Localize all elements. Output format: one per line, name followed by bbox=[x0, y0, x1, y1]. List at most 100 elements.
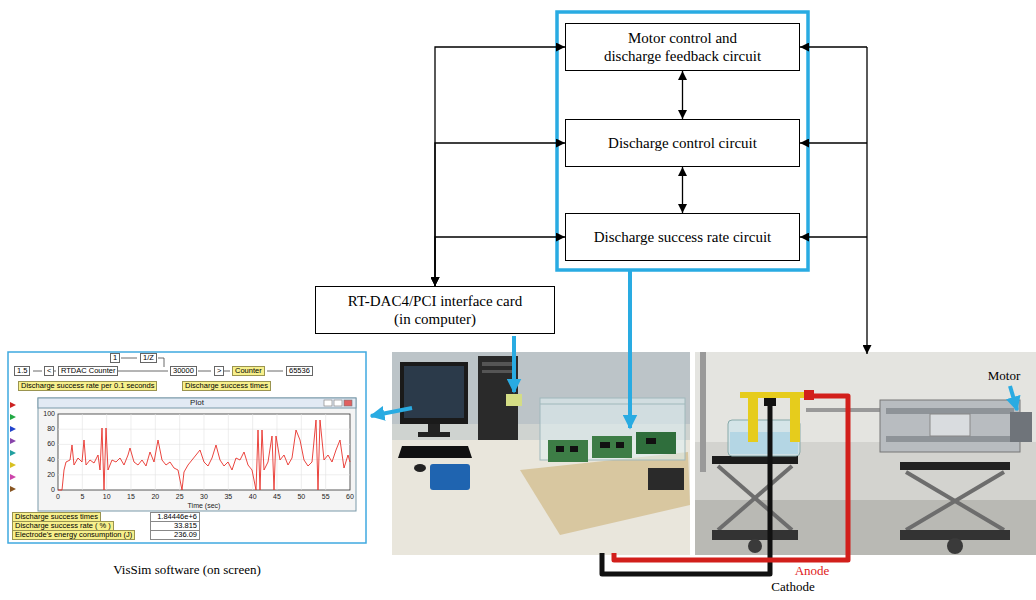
apparatus-photo bbox=[906, 472, 1004, 530]
computer-photo bbox=[616, 442, 624, 448]
computer-photo bbox=[600, 442, 610, 448]
constant-block: 1 bbox=[110, 353, 120, 363]
display-value: 236.09 bbox=[150, 530, 200, 540]
axis-tick: 10 bbox=[103, 493, 111, 501]
axis-tick: 40 bbox=[47, 455, 55, 463]
vissim-screenshot bbox=[334, 400, 342, 406]
computer-photo bbox=[482, 362, 514, 366]
part-label: Motor bbox=[988, 368, 1021, 384]
pointer-arrow bbox=[512, 336, 516, 392]
axis-tick: 0 bbox=[51, 486, 55, 494]
electrode-cable bbox=[602, 390, 848, 574]
circuit-box: Discharge success rate circuit bbox=[565, 213, 800, 261]
axis-tick: 60 bbox=[47, 440, 55, 448]
electrode-cable bbox=[804, 390, 814, 400]
pointer-arrow bbox=[371, 408, 412, 416]
computer-photo bbox=[556, 446, 564, 452]
computer-photo bbox=[636, 432, 676, 454]
vissim-screenshot bbox=[10, 450, 16, 456]
electrode-cable bbox=[614, 396, 848, 560]
computer-photo bbox=[540, 398, 685, 460]
signal-wire bbox=[800, 236, 867, 237]
axis-tick: 20 bbox=[47, 471, 55, 479]
vissim-screenshot bbox=[344, 400, 352, 406]
vissim-screenshot bbox=[10, 462, 16, 468]
axis-tick: 60 bbox=[346, 493, 354, 501]
connector-arrow bbox=[435, 143, 565, 286]
apparatus-photo bbox=[712, 456, 798, 464]
apparatus-photo bbox=[900, 462, 1010, 470]
computer-photo bbox=[418, 432, 450, 437]
counter-block: RTDAC Counter bbox=[58, 366, 118, 376]
vissim-screenshot bbox=[10, 438, 16, 444]
apparatus-photo bbox=[1010, 412, 1032, 442]
apparatus-photo bbox=[700, 352, 706, 472]
axis-tick: 20 bbox=[151, 493, 159, 501]
computer-photo bbox=[520, 452, 690, 535]
axis-tick: 0 bbox=[56, 493, 60, 501]
vissim-screenshot bbox=[38, 398, 356, 511]
computer-photo bbox=[392, 352, 690, 555]
computer-photo bbox=[400, 362, 468, 424]
electrode-cable bbox=[602, 404, 770, 574]
connector-arrow bbox=[435, 47, 565, 286]
vissim-screenshot bbox=[10, 426, 16, 432]
caption: VisSim software (on screen) bbox=[113, 562, 261, 578]
axis-tick: 55 bbox=[322, 493, 330, 501]
electrode-cable bbox=[764, 398, 776, 406]
wire-label: Cathode bbox=[771, 579, 814, 595]
apparatus-photo bbox=[880, 400, 1020, 452]
axis-tick: 45 bbox=[273, 493, 281, 501]
apparatus-photo bbox=[730, 432, 798, 454]
signal-wire bbox=[800, 46, 867, 47]
vissim-screenshot bbox=[8, 352, 366, 543]
computer-photo bbox=[648, 468, 684, 490]
box-text: Motor control and discharge feedback cir… bbox=[602, 29, 763, 65]
axis-title: Time (sec) bbox=[188, 502, 221, 510]
apparatus-photo bbox=[718, 466, 792, 530]
vissim-screenshot bbox=[58, 420, 350, 490]
apparatus-photo bbox=[947, 538, 963, 554]
connector-arrow bbox=[682, 71, 683, 119]
box-text: Discharge control circuit bbox=[608, 134, 757, 152]
computer-photo bbox=[482, 370, 514, 373]
vissim-screenshot bbox=[10, 414, 16, 420]
connector-arrow bbox=[682, 167, 683, 213]
apparatus-photo bbox=[712, 530, 798, 540]
interface-card-box: RT-DAC4/PCI interface card (in computer) bbox=[315, 286, 555, 334]
variable-label: Discharge success times bbox=[182, 381, 271, 391]
constant-block: 30000 bbox=[170, 366, 197, 376]
axis-tick: 80 bbox=[47, 425, 55, 433]
signal-wire bbox=[866, 47, 867, 354]
box-text: RT-DAC4/PCI interface card (in computer) bbox=[341, 292, 529, 328]
pointer-arrow bbox=[628, 270, 632, 428]
apparatus-photo bbox=[806, 408, 880, 412]
vissim-screenshot bbox=[10, 402, 16, 408]
vissim-screenshot bbox=[324, 400, 332, 406]
apparatus-photo bbox=[790, 392, 800, 442]
axis-tick: 25 bbox=[176, 493, 184, 501]
vissim-screenshot bbox=[58, 414, 350, 490]
axis-tick: 15 bbox=[127, 493, 135, 501]
signal-wire bbox=[800, 142, 867, 143]
apparatus-photo bbox=[930, 414, 970, 436]
apparatus-photo bbox=[728, 420, 800, 456]
axis-tick: 30 bbox=[200, 493, 208, 501]
computer-photo bbox=[398, 446, 472, 458]
connector-arrow bbox=[435, 237, 565, 286]
constant-block: 65536 bbox=[286, 366, 313, 376]
constant-block: 1.5 bbox=[14, 366, 30, 376]
apparatus-photo bbox=[695, 352, 1036, 555]
apparatus-photo bbox=[886, 436, 1014, 442]
box-text: Discharge success rate circuit bbox=[594, 228, 772, 246]
window-title: Plot bbox=[190, 398, 204, 408]
apparatus-photo bbox=[886, 408, 1014, 414]
circuit-box: Motor control and discharge feedback cir… bbox=[565, 23, 800, 71]
axis-tick: 100 bbox=[43, 410, 55, 418]
display-label: Electrode's energy consumption (J) bbox=[12, 530, 135, 540]
circuit-group-outline bbox=[557, 12, 808, 270]
apparatus-photo bbox=[906, 472, 1004, 530]
variable-label: Discharge success rate per 0.1 seconds bbox=[18, 381, 157, 391]
computer-photo bbox=[414, 464, 426, 472]
vissim-screenshot bbox=[8, 352, 366, 543]
